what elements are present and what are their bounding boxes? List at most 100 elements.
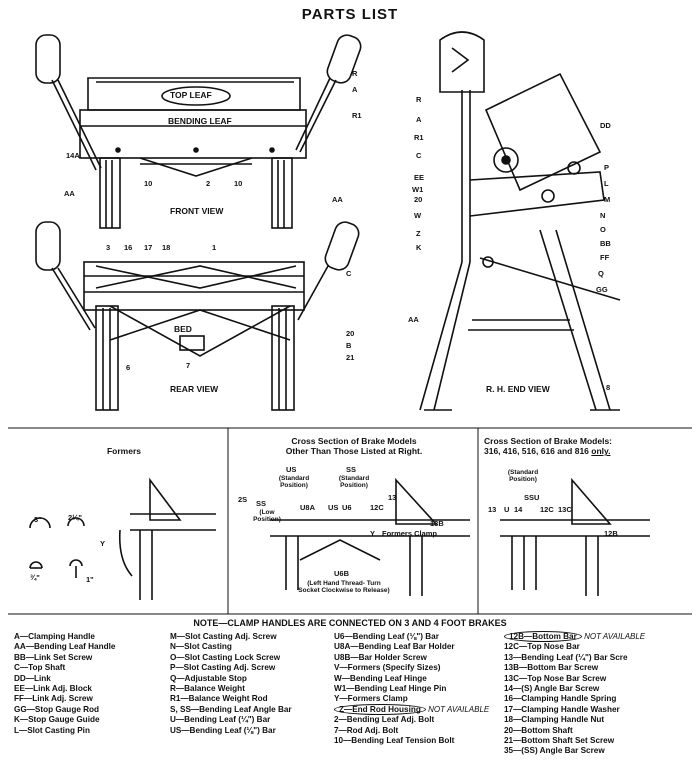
callout-rear: 1 (212, 243, 217, 252)
part-item: R—Balance Weight (170, 684, 245, 694)
callout-cross1: SS (346, 465, 357, 474)
part-item: 7—Rod Adj. Bolt (334, 725, 399, 735)
handwritten-not-available: NOT AVAILABLE (428, 704, 490, 714)
callout-cross2: 12C (540, 505, 554, 514)
part-item: 20—Bottom Shaft (504, 725, 573, 735)
part-item: P—Slot Casting Adj. Screw (170, 663, 276, 673)
callout-cross1: SS (256, 499, 267, 508)
callout-end: W1 (412, 185, 424, 194)
callout-front: R1 (352, 111, 362, 120)
callout-cross2: SS (524, 493, 535, 502)
top-leaf-label: TOP LEAF (170, 90, 212, 100)
part-item: 14—(S) Angle Bar Screw (504, 684, 600, 694)
front-view-drawing (35, 34, 362, 229)
callout-end: GG (596, 285, 608, 294)
callout-end: L (604, 179, 609, 188)
part-item: EE—Link Adj. Block (14, 684, 92, 694)
parts-column-3: U6—Bending Leaf (⅛") Bar U8A—Bending Lea… (334, 632, 489, 746)
part-item: Z—End Rod Housing NOT AVAILABLE (334, 703, 490, 715)
callout-former: 2¼" (68, 513, 82, 522)
callout-end: BB (600, 239, 611, 248)
part-item: R1—Balance Weight Rod (170, 694, 268, 704)
callout-cross2: 14 (514, 505, 523, 514)
front-view-label: FRONT VIEW (170, 206, 224, 216)
callout-cross1: US (286, 465, 297, 474)
callout-rear: C (346, 269, 352, 278)
part-item: 17—Clamping Handle Washer (504, 704, 620, 714)
clamp-handle-note: NOTE—CLAMP HANDLES ARE CONNECTED ON 3 AN… (193, 618, 507, 628)
part-item: V—Formers (Specify Sizes) (334, 663, 441, 673)
callout-rear: 21 (346, 353, 355, 362)
callout-rear: 17 (144, 243, 153, 252)
part-item: L—Slot Casting Pin (14, 725, 90, 735)
callout-front: A (352, 85, 358, 94)
bed-label: BED (174, 324, 192, 334)
part-item: GG—Stop Gauge Rod (14, 704, 100, 714)
part-item: Q—Adjustable Stop (170, 673, 247, 683)
part-item: 21—Bottom Shaft Set Screw (504, 736, 615, 746)
rear-view-label: REAR VIEW (170, 384, 219, 394)
callout-end: C (416, 151, 422, 160)
part-item: 18—Clamping Handle Nut (504, 715, 605, 725)
cross-section-2-header: Cross Section of Brake Models: 316, 416,… (484, 436, 613, 457)
callout-former: Y (100, 539, 106, 548)
callout-cross2: 13C (558, 505, 572, 514)
callout-cross2: U (534, 493, 540, 502)
part-item: BB—Link Set Screw (14, 652, 93, 662)
parts-column-2: M—Slot Casting Adj. Screw N—Slot Casting… (170, 632, 292, 736)
page-title: PARTS LIST (301, 6, 399, 23)
formers-clamp-label: Formers Clamp (382, 529, 438, 538)
part-item: AA—Bending Leaf Handle (14, 642, 116, 652)
part-item: A—Clamping Handle (14, 632, 95, 641)
part-item: 13—Bending Leaf (¼") Bar Scre (504, 652, 628, 662)
callout-front: R (352, 69, 358, 78)
callout-end: O (600, 225, 606, 234)
callout-former: 1" (86, 575, 94, 584)
callout-cross1: 13B (430, 519, 444, 528)
callout-front: 10 (234, 179, 243, 188)
callout-end: A (416, 115, 422, 124)
callout-cross2: 13 (488, 505, 497, 514)
callout-rear: 16 (124, 243, 133, 252)
part-item: U8A—Bending Leaf Bar Holder (334, 642, 455, 652)
callout-end: Q (598, 269, 604, 278)
callout-end: R1 (414, 133, 424, 142)
part-item: 16—Clamping Handle Spring (504, 694, 617, 704)
end-view-drawing (419, 31, 621, 411)
callout-cross2: 12B (604, 529, 618, 538)
part-item: N—Slot Casting (170, 642, 232, 652)
part-item: 12B—Bottom Bar NOT AVAILABLE (504, 631, 645, 642)
part-item: DD—Link (14, 673, 51, 683)
part-item: 2—Bending Leaf Adj. Bolt (334, 715, 435, 725)
part-item: 13C—Top Nose Bar Screw (504, 673, 607, 683)
callout-end: EE (414, 173, 425, 182)
callout-cross1: 13 (388, 493, 397, 502)
callout-cross1: Y (370, 529, 376, 538)
formers-drawing (29, 477, 216, 600)
callout-rear: 7 (186, 361, 191, 370)
standard-position-note: (Standard Position) (507, 469, 539, 483)
part-item: W—Bending Leaf Hinge (334, 673, 427, 683)
part-item: O—Slot Casting Lock Screw (170, 652, 281, 662)
part-item: C—Top Shaft (14, 663, 66, 673)
part-item: US—Bending Leaf (⅛") Bar (170, 725, 276, 735)
callout-front: AA (64, 189, 75, 198)
part-item: W1—Bending Leaf Hinge Pin (334, 684, 447, 694)
part-item: 10—Bending Leaf Tension Bolt (334, 736, 455, 746)
end-view-label: R. H. END VIEW (486, 384, 550, 394)
callout-front: 2 (206, 179, 211, 188)
cross-section-1-header: Cross Section of Brake Models Other Than… (285, 436, 423, 457)
callout-cross1: US (328, 503, 339, 512)
low-position-note: (Low Position) (253, 509, 281, 523)
part-item: U6—Bending Leaf (⅛") Bar (334, 632, 439, 641)
callout-end: 8 (606, 383, 611, 392)
parts-column-4: 12B—Bottom Bar NOT AVAILABLE 12C—Top Nos… (504, 631, 645, 757)
callout-rear: 3 (106, 243, 111, 252)
callout-cross1: U8A (300, 503, 316, 512)
callout-rear: B (346, 341, 352, 350)
part-item: 12C—Top Nose Bar (504, 642, 580, 652)
part-item: 13B—Bottom Bar Screw (504, 663, 599, 673)
standard-position-note: (Standard Position) (278, 475, 310, 489)
callout-end: DD (600, 121, 611, 130)
cross-section-1-drawing (270, 477, 470, 596)
